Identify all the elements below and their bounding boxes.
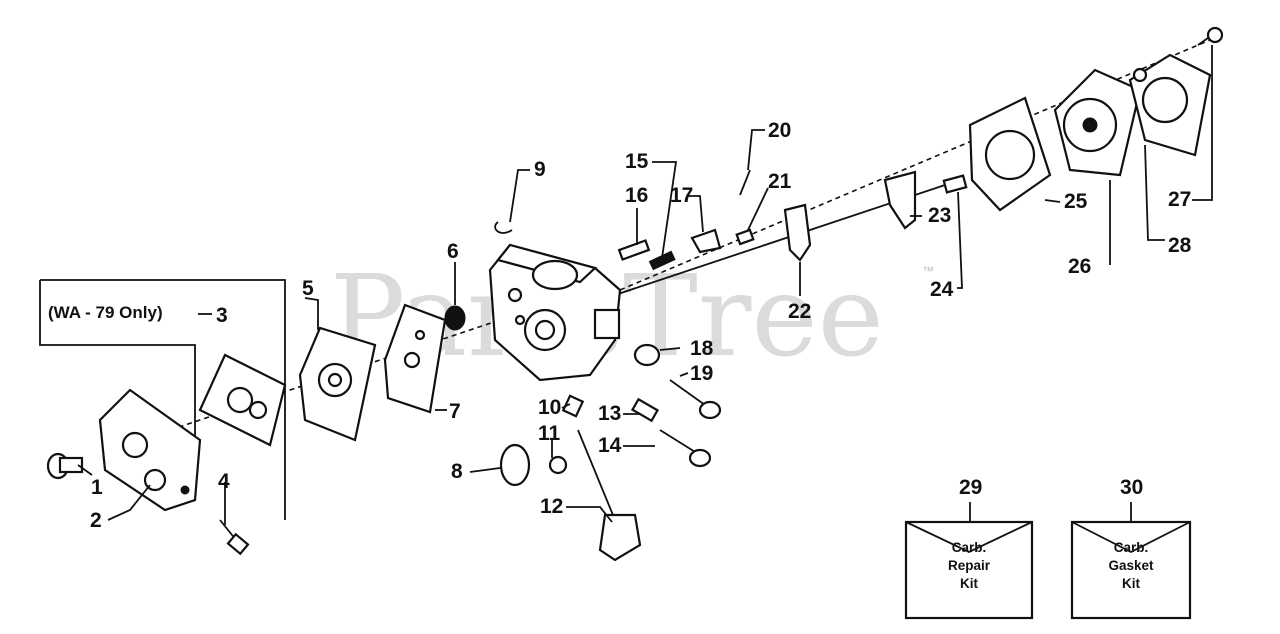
part-needle-14[interactable] [659, 429, 712, 468]
kit-30-line-3: Kit [1122, 576, 1141, 591]
kit-30-line-1: Carb. [1114, 540, 1149, 555]
kit-30-envelope[interactable]: 30 Carb. Gasket Kit [1070, 476, 1192, 620]
part-screw-19[interactable] [669, 379, 722, 420]
part-screw-21[interactable] [735, 228, 755, 246]
callout-5: 5 [302, 277, 314, 300]
wa79-bracket [40, 279, 286, 520]
part-fitting-10[interactable] [561, 394, 585, 418]
callout-18: 18 [690, 337, 714, 360]
callout-6: 6 [447, 240, 459, 263]
callout-24: 24 [930, 278, 954, 301]
leader-lines [77, 45, 1213, 525]
callout-13: 13 [598, 402, 621, 425]
callout-26: 26 [1068, 255, 1091, 278]
callout-25: 25 [1064, 190, 1088, 213]
part-lever-12[interactable] [577, 429, 642, 562]
part-spring-15[interactable] [648, 250, 676, 271]
callout-8: 8 [451, 460, 463, 483]
callout-1: 1 [91, 476, 103, 499]
part-screw-24[interactable] [942, 174, 968, 194]
callout-3: 3 [216, 304, 228, 327]
part-screw-1[interactable] [46, 452, 84, 480]
kit-29-line-1: Carb. [952, 540, 987, 555]
part-pin-20[interactable] [739, 169, 751, 196]
part-plug-6[interactable] [444, 305, 466, 331]
part-needle-13[interactable] [630, 397, 660, 423]
part-gasket-3[interactable] [198, 353, 287, 447]
callout-7: 7 [449, 400, 461, 423]
callout-23: 23 [928, 204, 951, 227]
callout-28: 28 [1168, 234, 1192, 257]
wa79-note: (WA - 79 Only) [48, 303, 163, 322]
kit-29-line-3: Kit [960, 576, 979, 591]
part-throttle-22[interactable] [783, 203, 812, 262]
callout-21: 21 [768, 170, 792, 193]
trademark: ™ [922, 264, 934, 278]
callout-16: 16 [625, 184, 648, 207]
callout-17: 17 [670, 184, 693, 207]
callout-22: 22 [788, 300, 811, 323]
callout-4: 4 [218, 470, 230, 493]
part-gasket-25[interactable] [968, 96, 1052, 212]
callout-19: 19 [690, 362, 713, 385]
callout-27: 27 [1168, 188, 1191, 211]
carburetor-body[interactable] [488, 243, 622, 382]
callout-11: 11 [538, 422, 561, 445]
callout-numbers: 1 2 3 4 5 6 7 8 9 10 11 12 13 14 15 16 1… [90, 119, 1192, 532]
callout-30: 30 [1120, 476, 1143, 499]
callout-9: 9 [534, 158, 546, 181]
part-screw-27[interactable] [1197, 26, 1224, 46]
part-cover-2[interactable] [98, 388, 202, 512]
kit-29-line-2: Repair [948, 558, 991, 573]
callout-20: 20 [768, 119, 791, 142]
callout-15: 15 [625, 150, 649, 173]
part-screw-18[interactable] [633, 343, 661, 367]
part-arm-17[interactable] [690, 228, 722, 254]
kit-29-envelope[interactable]: 29 Carb. Repair Kit [904, 476, 1034, 620]
part-fitting-11[interactable] [548, 455, 568, 475]
wa79-bracket-inner [39, 280, 196, 440]
callout-29: 29 [959, 476, 982, 499]
callout-2: 2 [90, 509, 102, 532]
part-choke-23[interactable] [883, 170, 917, 230]
part-disc-8[interactable] [499, 443, 531, 487]
part-clip-9[interactable] [494, 221, 513, 234]
part-pin-16[interactable] [617, 239, 651, 261]
part-diaphragm-26[interactable] [1053, 68, 1142, 177]
callout-10: 10 [538, 396, 561, 419]
part-screw-4[interactable] [219, 519, 250, 556]
callout-12: 12 [540, 495, 563, 518]
part-plate-7[interactable] [383, 303, 447, 414]
part-diaphragm-5[interactable] [298, 326, 377, 442]
kit-30-line-2: Gasket [1108, 558, 1154, 573]
part-cover-28[interactable] [1128, 53, 1212, 157]
callout-14: 14 [598, 434, 622, 457]
